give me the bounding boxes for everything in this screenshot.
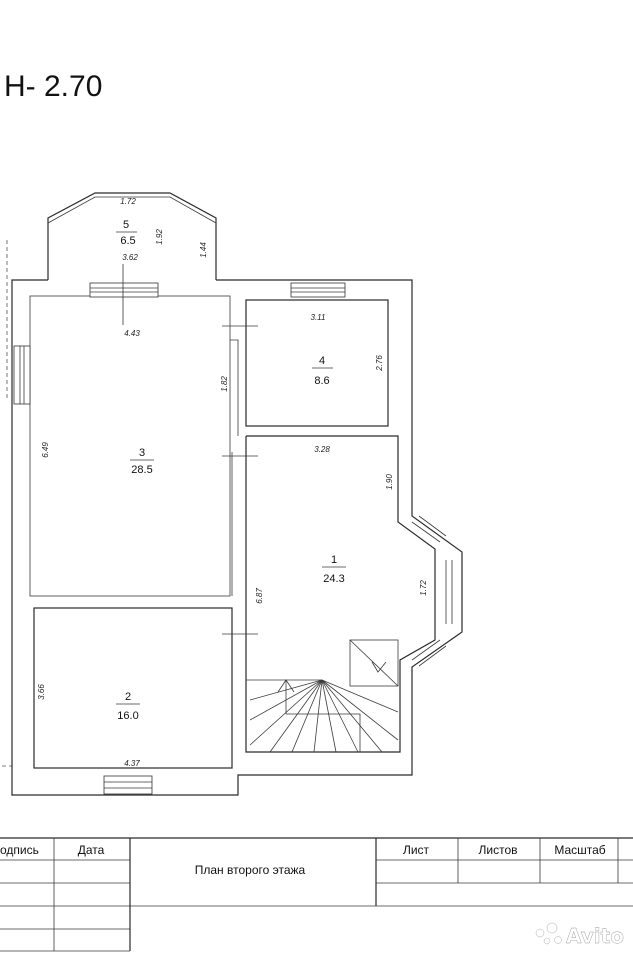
watermark-dot-icon — [546, 922, 558, 934]
dim-room3-depth: 6.49 — [41, 442, 50, 458]
level-mark: Н- 2.70 — [4, 70, 102, 103]
watermark-dot-icon — [554, 936, 562, 944]
room-label-2: 2 16.0 — [116, 691, 140, 722]
avito-watermark: Avito — [535, 922, 624, 948]
window-left — [13, 345, 31, 405]
room-area: 24.3 — [323, 573, 344, 585]
drawing-title: План второго этажа — [195, 863, 306, 877]
room-2-walls — [33, 607, 233, 769]
dim-room2-depth: 3.66 — [37, 684, 46, 700]
dim-bay-depth-inner: 1.92 — [155, 229, 164, 245]
dim-bay-top: 1.72 — [120, 197, 136, 206]
dim-room1-width: 3.28 — [314, 445, 330, 454]
room-number: 1 — [331, 554, 337, 566]
room-area: 8.6 — [314, 375, 329, 387]
tb-sheet-header: Лист — [403, 843, 430, 857]
dim-room2-width: 4.37 — [124, 759, 140, 768]
window-top-left — [89, 282, 159, 298]
room-label-5: 5 6.5 — [116, 219, 137, 247]
staircase — [246, 639, 399, 753]
dim-corridor: 1.82 — [220, 376, 229, 392]
dim-room1-diag: 1.90 — [385, 474, 394, 490]
dim-room4-width: 3.11 — [311, 313, 326, 322]
dim-room4-depth: 2.76 — [375, 355, 384, 372]
room-label-3: 3 28.5 — [130, 447, 154, 476]
window-bay-right — [411, 515, 453, 667]
room-label-1: 1 24.3 — [322, 554, 346, 585]
dim-bay-width: 3.62 — [122, 253, 138, 262]
tb-date-header: Дата — [78, 843, 105, 857]
watermark-text: Avito — [566, 924, 624, 948]
tb-scale-header: Масштаб — [554, 843, 605, 857]
dim-room1-bay: 1.72 — [419, 580, 428, 596]
tb-signature-header: одпись — [0, 843, 39, 857]
room-1-walls — [245, 435, 436, 753]
room-label-4: 4 8.6 — [312, 355, 333, 387]
room-4-walls — [245, 299, 389, 427]
window-bottom — [103, 775, 153, 795]
dim-room1-depth: 6.87 — [255, 588, 264, 604]
room-number: 3 — [139, 447, 145, 459]
window-top-right — [290, 282, 346, 298]
room-number: 4 — [319, 355, 325, 367]
tb-sheets-header: Листов — [479, 843, 518, 857]
room-area: 6.5 — [120, 235, 135, 247]
room-area: 28.5 — [131, 464, 152, 476]
dim-room3-width: 4.43 — [124, 329, 140, 338]
watermark-dot-icon — [543, 937, 551, 945]
door-marks — [222, 325, 258, 635]
title-block: одпись Дата План второго этажа Лист Лист… — [0, 837, 633, 952]
bay-room-5 — [47, 192, 217, 280]
outer-walls — [11, 279, 463, 796]
watermark-dot-icon — [535, 928, 545, 938]
dim-bay-depth-outer: 1.44 — [199, 242, 208, 258]
room-area: 16.0 — [117, 710, 138, 722]
room-number: 5 — [123, 219, 129, 231]
room-number: 2 — [125, 691, 131, 703]
corridor-walls — [230, 339, 239, 596]
